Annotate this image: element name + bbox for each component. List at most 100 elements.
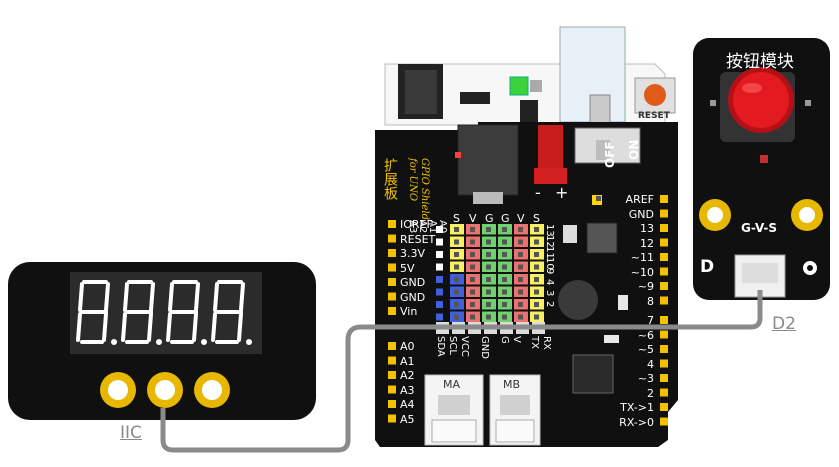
pin-header — [388, 385, 396, 394]
segment — [149, 282, 155, 312]
iic-caption: IIC — [120, 423, 142, 443]
header-pin — [470, 277, 475, 282]
status-led — [455, 152, 461, 158]
segment — [78, 282, 84, 312]
header-pin — [470, 302, 475, 307]
header-col-label: A2 — [417, 220, 428, 234]
pin-header — [388, 342, 396, 350]
header-pin — [454, 314, 459, 320]
decimal-point — [246, 339, 252, 345]
motor-label-ma: MA — [443, 378, 461, 391]
pin-header — [388, 234, 396, 243]
header-pin — [470, 239, 475, 245]
pin-header — [660, 316, 668, 324]
pin-header — [660, 388, 668, 397]
header-pin — [470, 264, 475, 270]
header-top-label: S — [453, 212, 460, 225]
digital-pin-label: 7 — [647, 314, 654, 327]
header-pin — [502, 277, 507, 282]
header-pin — [518, 277, 523, 282]
header-pin — [436, 251, 443, 258]
header-pin — [470, 289, 475, 295]
header-pin — [502, 239, 507, 245]
segment — [102, 312, 108, 342]
header-pin — [518, 289, 523, 295]
header-pin — [534, 277, 539, 282]
header-top-label: G — [501, 212, 510, 225]
analog-pin-header — [388, 342, 396, 423]
pin-header — [388, 278, 396, 286]
header-row-num: 2 — [544, 301, 555, 308]
header-col-label: A0 — [437, 220, 448, 234]
header-pin — [518, 314, 523, 320]
header-pin — [436, 276, 443, 283]
motor-label-mb: MB — [503, 378, 521, 391]
sensor-header-block — [436, 224, 544, 322]
power-pin-label: GND — [400, 290, 426, 304]
header-pin — [470, 252, 475, 257]
header-pin — [534, 264, 539, 270]
i2c-pin-label: V — [511, 336, 522, 343]
shield-name-en-line1: GPIO Shield — [419, 158, 430, 221]
analog-pin-label: A1 — [400, 354, 415, 368]
segment — [213, 282, 219, 312]
header-pin — [486, 302, 491, 307]
header-pin — [534, 302, 539, 307]
header-top-label: G — [485, 212, 494, 225]
analog-pin-label: A5 — [400, 412, 415, 426]
pin-header — [660, 345, 668, 353]
header-pin — [486, 239, 491, 245]
pin-header — [660, 224, 668, 232]
segment — [166, 312, 172, 342]
header-pin — [454, 252, 459, 257]
d2-wire — [530, 290, 763, 330]
header-pin — [518, 239, 523, 245]
digital-pin-label: 13 — [640, 222, 654, 235]
pin-header — [388, 414, 396, 423]
pin-header — [660, 267, 668, 276]
header-pin — [502, 302, 507, 307]
seven-segment-digit — [211, 280, 252, 345]
reset-button[interactable] — [644, 84, 666, 106]
header-pin — [486, 314, 491, 320]
header-pin — [534, 227, 539, 232]
header-pin — [518, 264, 523, 270]
i2c-pin-label: G — [499, 336, 510, 344]
header-pin — [454, 302, 459, 307]
power-pin-label: Vin — [400, 305, 418, 318]
header-col-label: A1 — [427, 220, 438, 234]
segment — [76, 312, 82, 342]
i2c-pin-label: VCC — [459, 336, 470, 357]
header-pin — [486, 264, 491, 270]
header-pin — [486, 277, 491, 282]
segment — [104, 282, 110, 312]
header-row-num: 4 — [544, 279, 555, 286]
pin-header — [660, 374, 668, 382]
digital-pin-label: ~10 — [630, 265, 654, 279]
shield-name-en-line2: for UNO — [407, 158, 418, 202]
header-top-label: S — [533, 212, 540, 225]
segment — [237, 312, 243, 342]
pin-header — [660, 253, 668, 261]
header-top-label: V — [469, 212, 477, 225]
pm-plus-label: + — [555, 183, 569, 202]
digital-pin-label: ~9 — [637, 280, 654, 293]
segment — [121, 312, 127, 342]
i2c-pin-label: SCL — [447, 336, 458, 355]
pm-minus-label: - — [535, 183, 541, 202]
digital-pin-label: ~6 — [637, 328, 654, 342]
header-pin — [518, 302, 523, 307]
header-pin — [534, 289, 539, 295]
digital-pin-label: AREF — [625, 193, 654, 206]
decimal-point — [156, 339, 162, 345]
seven-segment-digit — [121, 280, 162, 345]
header-pin — [486, 252, 491, 257]
pin-header — [388, 292, 396, 301]
pin-header — [388, 307, 396, 315]
power-pin-label: IOREF — [400, 218, 433, 231]
digital-pin-label: 12 — [640, 236, 654, 250]
header-pin — [534, 314, 539, 320]
segment — [239, 282, 245, 312]
header-pin — [470, 227, 475, 232]
